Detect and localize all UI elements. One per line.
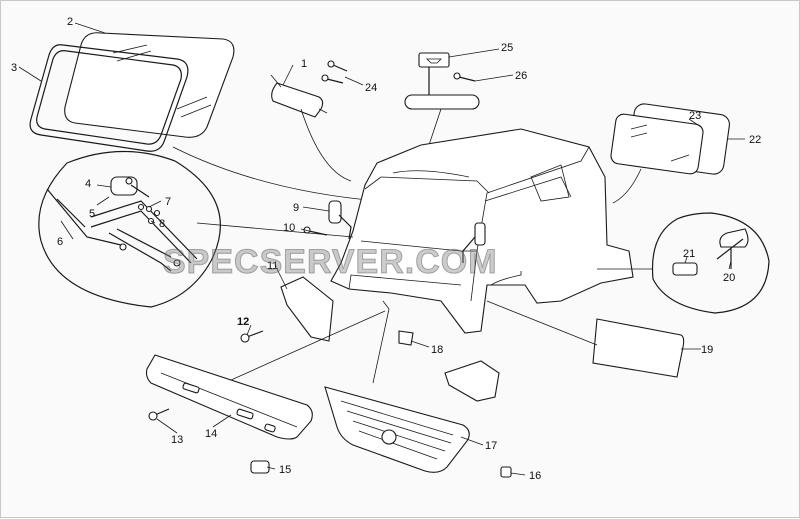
callout-19: 19 (701, 344, 713, 356)
callout-6: 6 (57, 236, 63, 248)
callout-18: 18 (431, 344, 443, 356)
leader-cable (490, 271, 522, 286)
callout-26: 26 (515, 70, 527, 82)
side-grille-right (444, 360, 500, 402)
callout-11: 11 (267, 260, 278, 272)
wiper-screws-7-8 (137, 203, 161, 225)
clip-16 (500, 466, 512, 478)
foglamp-15 (250, 460, 270, 474)
callout-12: 12 (237, 316, 249, 328)
callout-16: 16 (529, 470, 541, 482)
callout-13: 13 (171, 434, 183, 446)
interior-mirror (404, 52, 480, 110)
callout-23: 23 (689, 110, 701, 122)
callout-1: 1 (301, 58, 307, 70)
clip-18 (398, 330, 414, 346)
leader-bumper (210, 310, 386, 390)
windshield-seal (29, 44, 189, 152)
rear-panel (592, 318, 685, 378)
latch-switch-21 (672, 262, 698, 276)
callout-leaders (18, 22, 745, 476)
callout-7: 7 (165, 196, 171, 208)
leader-arrow-up (382, 300, 390, 310)
callout-10: 10 (283, 222, 295, 234)
callout-24: 24 (365, 82, 377, 94)
windshield-glass (64, 32, 235, 138)
callout-5: 5 (89, 208, 95, 220)
callout-4: 4 (85, 178, 91, 190)
callout-25: 25 (501, 42, 513, 54)
callout-20: 20 (723, 272, 735, 284)
latch-detail-circle (597, 212, 770, 314)
leader-rear-window (612, 168, 642, 204)
callout-2: 2 (67, 16, 73, 28)
wiper-motor (110, 176, 150, 198)
wiper-arm-blade (46, 188, 181, 272)
front-bumper (145, 354, 313, 440)
watermark: SPECSERVER.COM (163, 243, 498, 281)
side-grille-left (280, 276, 334, 342)
screw-24 (321, 60, 348, 84)
screw-26 (453, 72, 476, 82)
wiper-linkage (90, 200, 198, 264)
callout-14: 14 (205, 428, 217, 440)
sun-visor (270, 74, 328, 118)
side-mirror-left (328, 200, 352, 240)
leader-visor (300, 108, 352, 182)
callout-15: 15 (279, 464, 291, 476)
side-mirror-right (462, 222, 486, 263)
callout-21: 21 (683, 248, 695, 260)
rear-window-glass (610, 113, 704, 175)
bolt-12 (240, 330, 264, 343)
bolt-13 (148, 408, 170, 421)
callout-labels: 1 2 3 4 5 6 7 8 9 10 11 12 13 14 15 16 1… (11, 16, 761, 482)
callout-8: 8 (159, 218, 165, 230)
callout-22: 22 (749, 134, 761, 146)
leader-windshield (172, 146, 380, 202)
callout-17: 17 (485, 440, 497, 452)
leader-rear-panel (486, 300, 598, 346)
leader-front-grille (372, 308, 390, 384)
callout-3: 3 (11, 62, 17, 74)
front-grille (324, 386, 470, 473)
latch-knob-20 (716, 228, 749, 269)
leader-wiper-detail (196, 222, 354, 238)
callout-9: 9 (293, 202, 299, 214)
